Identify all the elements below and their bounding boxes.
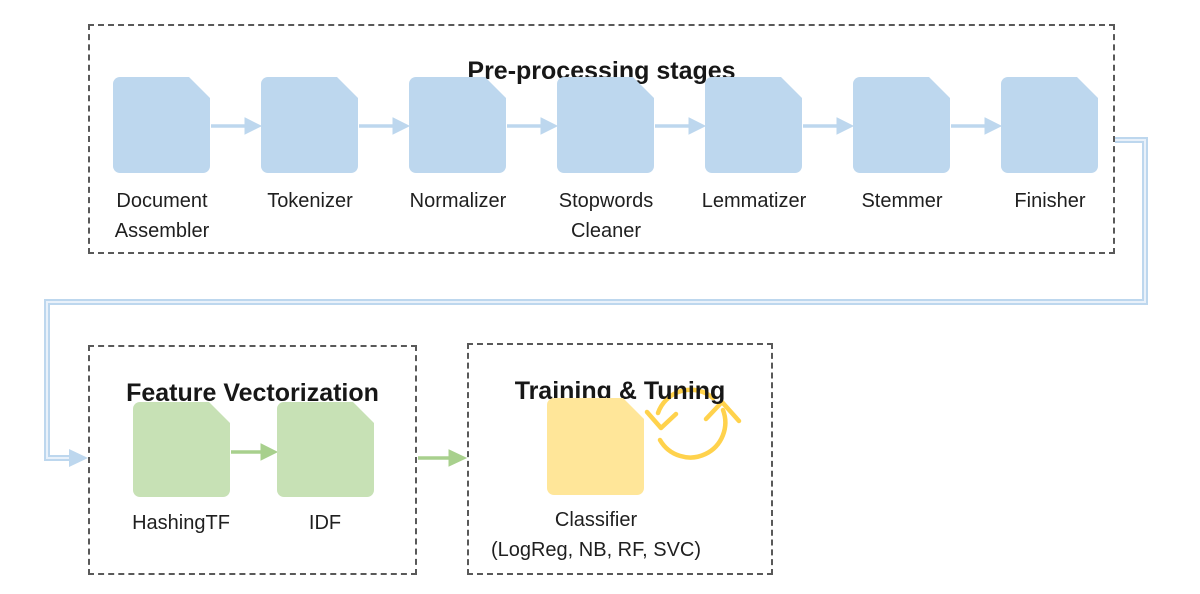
stage-label-document-assembler: Document Assembler xyxy=(114,190,210,242)
document-icon xyxy=(261,77,358,173)
document-icon xyxy=(853,77,950,173)
classifier-label: Classifier (LogReg, NB, RF, SVC) xyxy=(446,505,746,565)
document-icon xyxy=(557,77,654,173)
training-tuning-box xyxy=(467,343,773,575)
preprocessing-box xyxy=(88,24,1115,254)
arrow-right-icon xyxy=(418,449,468,467)
stage-label-lemmatizer: Lemmatizer xyxy=(701,190,807,212)
stage-label-stopwords-cleaner: Stopwords Cleaner xyxy=(558,190,654,242)
document-icon xyxy=(277,402,374,497)
stage-label-normalizer: Normalizer xyxy=(409,190,507,212)
document-icon xyxy=(133,402,230,497)
document-icon xyxy=(547,398,644,495)
classifier-models: (LogReg, NB, RF, SVC) xyxy=(490,539,702,561)
document-icon xyxy=(409,77,506,173)
document-icon xyxy=(705,77,802,173)
document-icon xyxy=(113,77,210,173)
document-icon xyxy=(1001,77,1098,173)
stage-label-finisher: Finisher xyxy=(1014,190,1086,212)
stage-label-hashingtf: HashingTF xyxy=(132,512,230,534)
stage-label-stemmer: Stemmer xyxy=(861,190,943,212)
classifier-name: Classifier xyxy=(554,509,638,531)
feature-vectorization-box xyxy=(88,345,417,575)
stage-label-tokenizer: Tokenizer xyxy=(267,190,353,212)
stage-label-idf: IDF xyxy=(308,512,342,534)
